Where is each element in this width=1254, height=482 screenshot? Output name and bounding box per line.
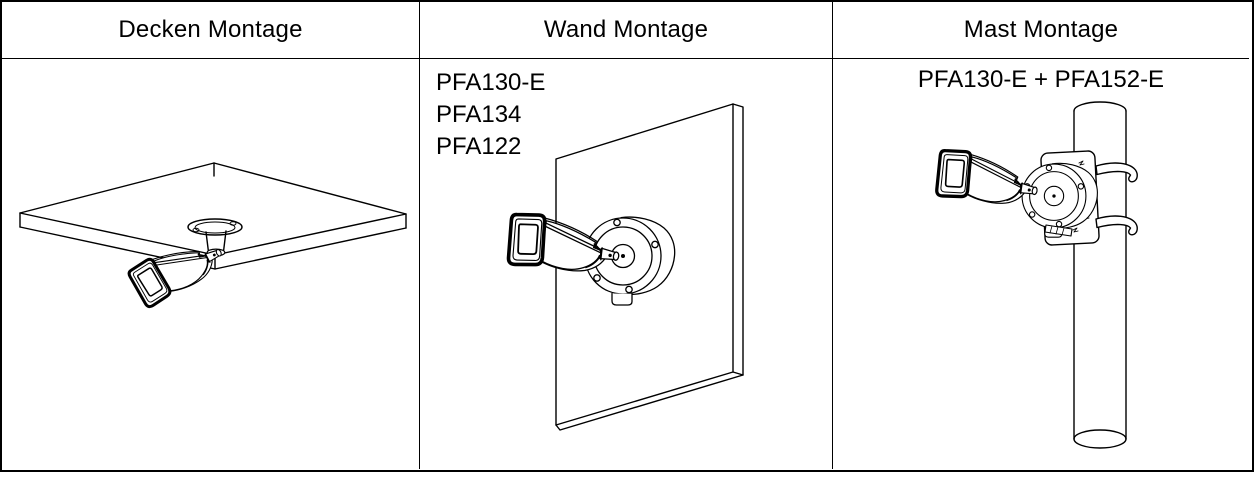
accessory-label: PFA122 [436, 133, 522, 160]
accessory-list: PFA130-E + PFA152-E [833, 64, 1249, 96]
ceiling-mount-cell [2, 59, 419, 469]
strap [1095, 162, 1138, 183]
bullet-camera-icon [125, 228, 231, 311]
header-cell-ceiling: Decken Montage [2, 2, 419, 59]
montage-table: Decken Montage Wand Montage Mast Montage [0, 0, 1254, 472]
mount-bracket [1044, 224, 1073, 237]
ceiling-mount-illustration [19, 162, 407, 311]
header-label-ceiling: Decken Montage [118, 16, 303, 43]
header-label-wall: Wand Montage [543, 16, 709, 43]
wall-panel [555, 103, 744, 431]
accessory-label: PFA130-E [436, 69, 546, 96]
header-cell-wall: Wand Montage [419, 2, 832, 59]
accessory-label: PFA134 [436, 101, 522, 128]
pole-mount-cell: PFA130-E + PFA152-E [832, 59, 1249, 469]
header-cell-pole: Mast Montage [832, 2, 1249, 59]
header-label-pole: Mast Montage [963, 16, 1119, 43]
pole-mount-illustration [931, 101, 1138, 449]
wall-mount-cell: PFA130-E PFA134 PFA122 [419, 59, 832, 469]
accessory-label: PFA130-E + PFA152-E [917, 66, 1165, 93]
strap [1095, 215, 1138, 236]
wall-mount-illustration [502, 103, 744, 431]
accessory-list: PFA130-E PFA134 PFA122 [436, 67, 545, 163]
